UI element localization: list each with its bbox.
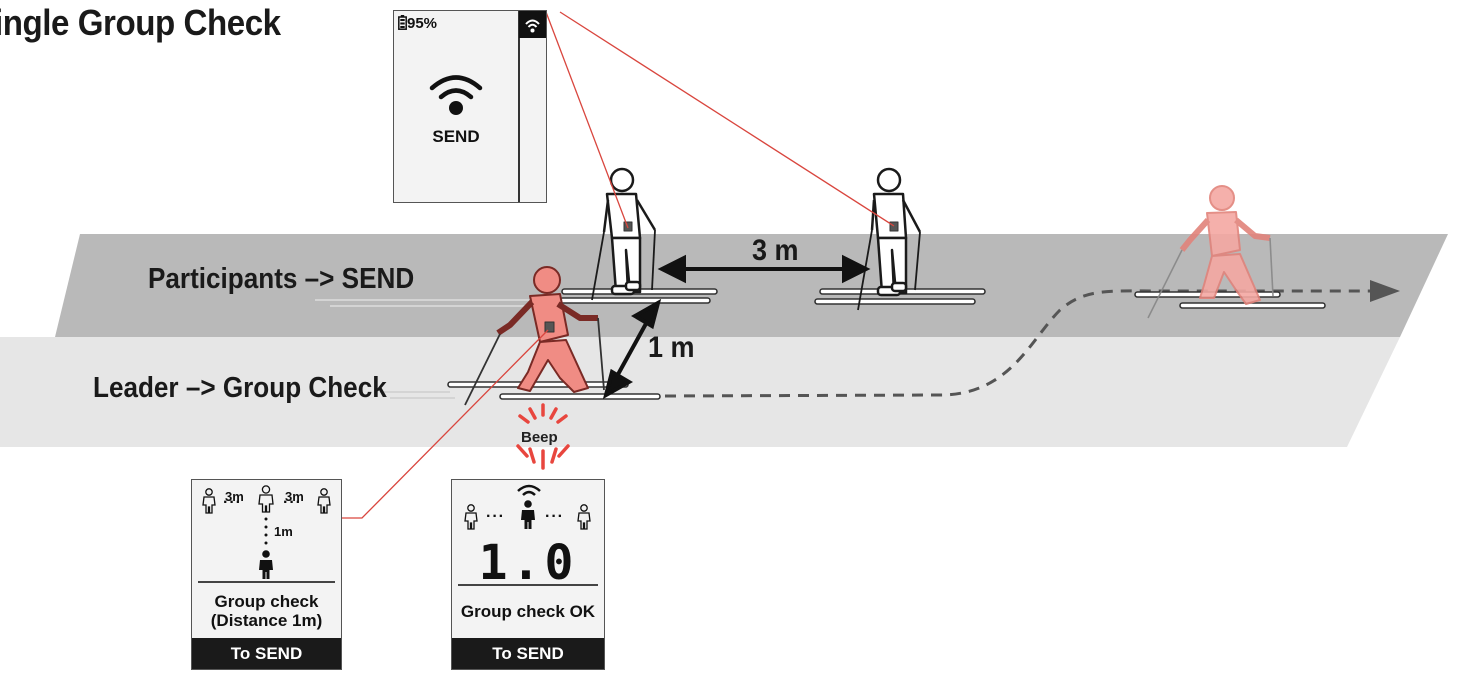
separator: [198, 581, 335, 583]
dashed-path: [664, 289, 1380, 398]
leader-icon: [259, 550, 273, 579]
wifi-status-box: [519, 11, 546, 38]
wifi-icon: [429, 75, 483, 115]
dotted-connector-vertical: [264, 517, 268, 545]
separator: [458, 584, 598, 586]
speed-lines: [315, 299, 560, 399]
distance-label-horizontal: 3 m: [752, 234, 799, 267]
participant-center-icon: [258, 485, 274, 513]
device-sidebar-divider: [518, 11, 520, 202]
participant-right-icon: [577, 504, 591, 530]
wifi-small-icon: [525, 19, 540, 33]
leader-label: Leader –> Group Check: [93, 372, 387, 404]
participant-skier-2: [857, 167, 922, 311]
distance-reading: 1.0: [478, 535, 578, 591]
upper-lane: [55, 234, 1448, 337]
group-check-ok-status: Group check OK: [460, 602, 596, 621]
distance-arrow-horizontal: [657, 254, 871, 284]
distance-left-label: 3m: [225, 489, 244, 504]
to-send-button-right[interactable]: To SEND: [452, 638, 604, 669]
device-send-screen: 95% SEND: [393, 10, 547, 203]
participant-right-icon: [317, 488, 331, 514]
participant-left-icon: [464, 504, 478, 530]
beep-rays: [516, 403, 570, 470]
device-group-check-ok-screen: ··· ··· 1.0 Group check OK To SEND: [451, 479, 605, 670]
distance-right-label: 3m: [285, 489, 304, 504]
wifi-signal-icon: [517, 484, 541, 496]
device-group-check-screen: 3m ··· 3m ··· 1m Group check (Distance 1…: [191, 479, 342, 670]
dotted-connector-left: ···: [223, 494, 242, 511]
dotted-connector-right: ···: [545, 508, 564, 525]
arrow-head-icon: [1370, 280, 1400, 302]
to-send-button-left[interactable]: To SEND: [192, 638, 341, 669]
lower-lane: [0, 337, 1400, 447]
battery-icon: [398, 15, 407, 30]
distance-label-vertical: 1 m: [648, 331, 695, 364]
send-status-label: SEND: [432, 127, 480, 146]
participants-label: Participants –> SEND: [148, 263, 415, 295]
dotted-connector-left: ···: [486, 508, 505, 525]
battery-level: 95%: [407, 15, 438, 32]
distance-arrow-vertical: [602, 298, 662, 400]
leader-icon: [521, 500, 535, 529]
group-check-status-line2: (Distance 1m): [210, 611, 323, 630]
faded-skier: [1147, 185, 1274, 319]
participant-left-icon: [202, 488, 216, 514]
callout-lines: [341, 11, 895, 519]
dotted-connector-right: ···: [283, 494, 302, 511]
battery-indicator: 95%: [398, 13, 437, 32]
beep-label: Beep: [521, 429, 558, 446]
distance-down-label: 1m: [274, 524, 293, 539]
leader-skier: [464, 266, 605, 406]
group-check-status-line1: Group check: [214, 592, 319, 611]
page-title: ingle Group Check: [0, 2, 281, 43]
